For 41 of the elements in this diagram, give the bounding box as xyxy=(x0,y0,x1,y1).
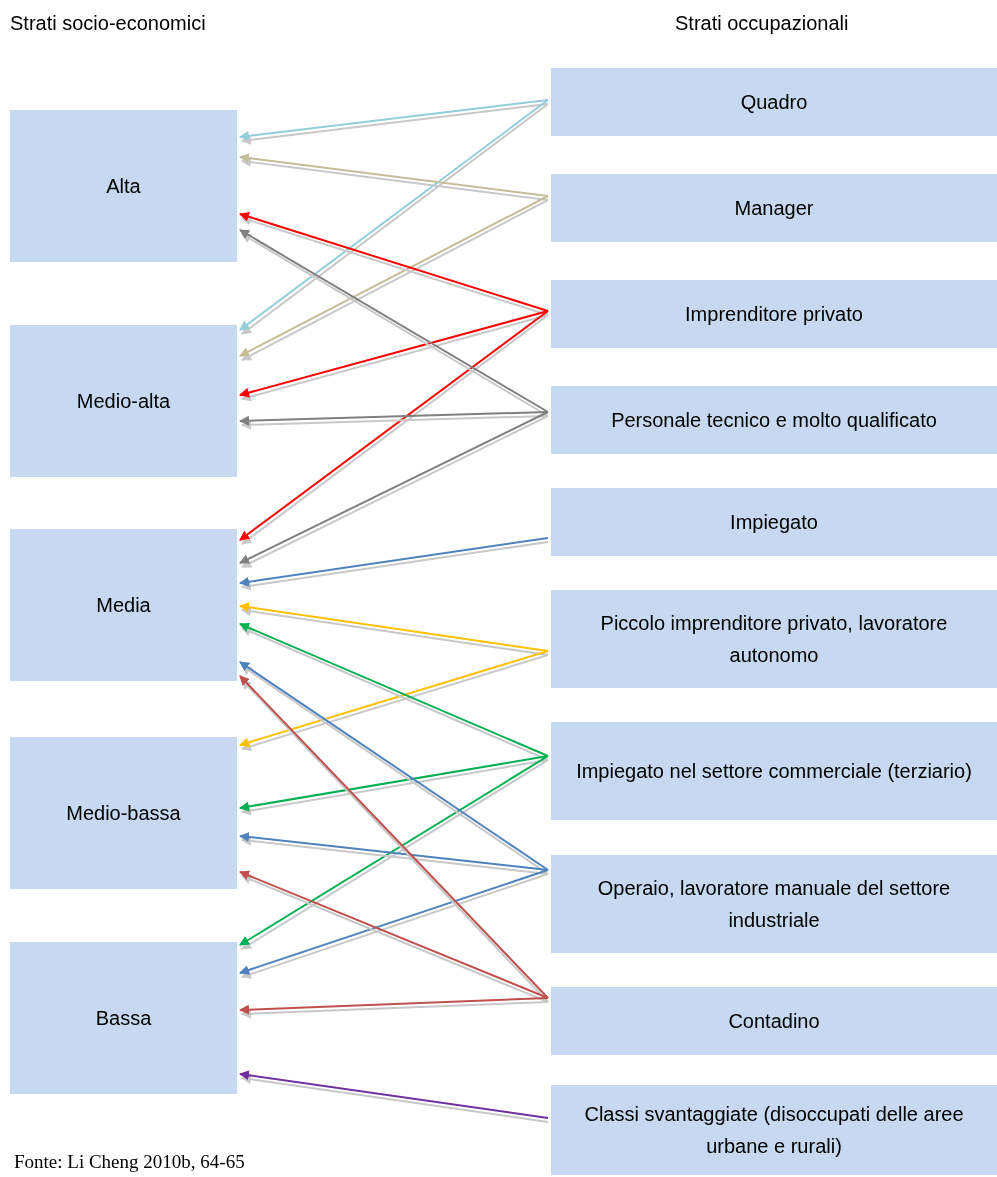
arrow xyxy=(239,229,549,417)
arrow xyxy=(239,997,549,1019)
column-heading: Strati socio-economici xyxy=(10,11,206,36)
category-box: Quadro xyxy=(551,68,997,136)
arrow xyxy=(239,755,549,816)
arrow xyxy=(239,1070,549,1123)
arrow xyxy=(239,755,549,950)
category-box: Contadino xyxy=(551,987,997,1055)
arrow xyxy=(239,870,549,1003)
arrow xyxy=(239,411,549,430)
category-box: Personale tecnico e molto qualificato xyxy=(551,386,997,454)
arrow xyxy=(239,310,549,545)
category-box: Medio-alta xyxy=(10,325,237,477)
category-box: Medio-bassa xyxy=(10,737,237,889)
category-box: Piccolo imprenditore privato, lavoratore autonomo xyxy=(551,590,997,688)
category-box: Bassa xyxy=(10,942,237,1094)
arrow xyxy=(239,99,549,145)
category-box: Classi svantaggiate (disoccupati delle aree urbane e rurali) xyxy=(551,1085,997,1175)
arrow xyxy=(239,310,549,402)
category-box: Operaio, lavoratore manuale del settore industriale xyxy=(551,855,997,953)
arrow xyxy=(239,411,549,568)
arrow xyxy=(239,211,549,316)
category-box: Impiegato xyxy=(551,488,997,556)
arrow xyxy=(239,661,549,875)
category-box: Impiegato nel settore commerciale (terziario) xyxy=(551,722,997,820)
source-caption: Fonte: Li Cheng 2010b, 64-65 xyxy=(14,1150,245,1174)
arrow xyxy=(239,99,549,335)
arrow xyxy=(239,153,549,201)
arrow xyxy=(239,602,549,656)
arrow xyxy=(239,537,549,591)
category-box: Manager xyxy=(551,174,997,242)
arrow xyxy=(239,832,549,875)
category-box: Alta xyxy=(10,110,237,262)
arrow xyxy=(239,869,549,979)
arrow xyxy=(239,622,549,761)
category-box: Media xyxy=(10,529,237,681)
arrow xyxy=(239,650,549,752)
arrow xyxy=(239,675,549,1003)
arrow xyxy=(239,195,549,361)
category-box: Imprenditore privato xyxy=(551,280,997,348)
column-heading: Strati occupazionali xyxy=(675,11,849,36)
